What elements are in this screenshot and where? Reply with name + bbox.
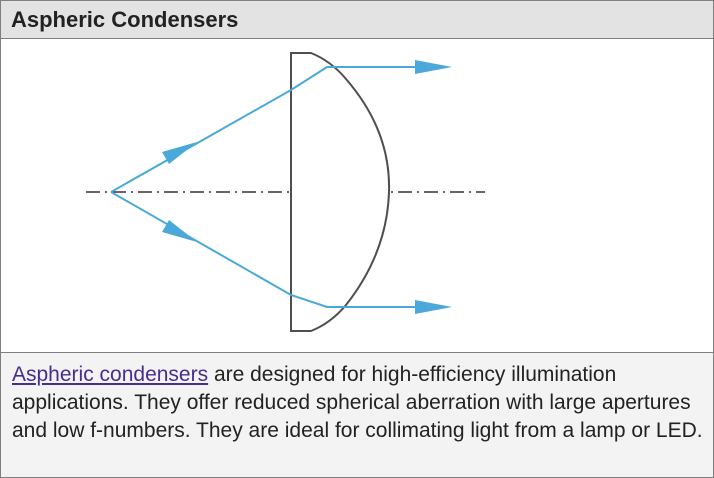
panel-title: Aspheric Condensers [11,7,239,32]
aspheric-lens [290,52,391,332]
lower-light-ray [110,191,426,308]
upper-light-ray [110,66,426,193]
lens-diagram [1,39,713,351]
panel-header: Aspheric Condensers [1,1,713,39]
description-text: Aspheric condensers are designed for hig… [1,352,713,477]
aspheric-condensers-link[interactable]: Aspheric condensers [12,363,209,386]
upper-output-arrowhead [415,60,452,74]
lower-ray-arrowhead [162,220,197,242]
lower-output-arrowhead [415,300,452,314]
aspheric-lens-ray-diagram [86,52,485,332]
description-body: are designed for high-efficiency illumin… [12,363,703,442]
upper-ray-arrowhead [162,142,197,164]
